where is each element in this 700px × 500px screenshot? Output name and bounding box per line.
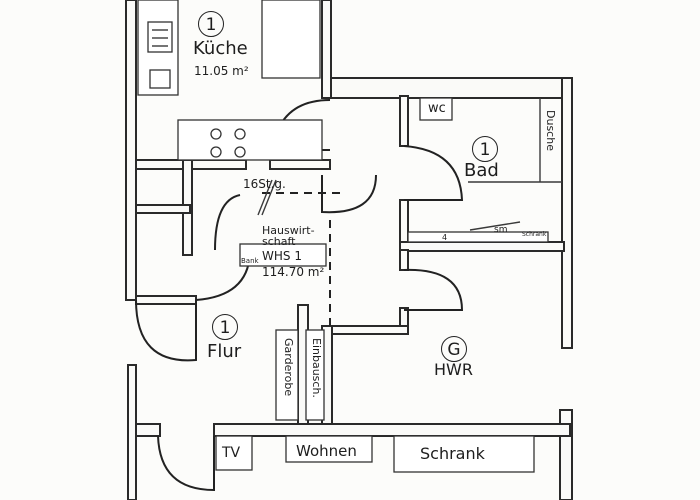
wall-right [561,77,573,349]
kitchen-top-cabinet [261,0,321,79]
door-bath-top [403,145,464,201]
room-number-hwr: G [441,336,467,362]
wall-bath-bottom [399,241,565,252]
wc-box [419,97,453,121]
sm-label: sm [494,225,508,235]
bank-label: Bank [241,257,259,265]
kitchen-sink [147,21,173,53]
sideboard [285,435,373,463]
schrank-label: Schrank [420,444,485,463]
stove-burner [210,146,222,158]
wall-kitchen-left [125,0,137,301]
wall-small-room-b [135,295,197,305]
vanity [407,231,549,243]
stove-burner [234,146,246,158]
door-flur-left [135,299,197,362]
wall-kitchen-bottom-r [269,159,331,170]
kitchen-bottom-counter [177,119,323,161]
wall-hwr-top-left [329,325,409,335]
wall-bath-left [399,95,409,147]
door-living [157,435,215,492]
room-number-kueche: 1 [198,11,224,37]
wall-small-room [135,204,191,214]
whs-box [239,243,327,267]
wall-kitchen-right [321,0,332,99]
room-number-flur: 1 [212,314,238,340]
door-stairs [321,174,377,214]
tv-cabinet [215,435,253,471]
schrank-small-label: Schrank [522,231,547,238]
room-name-kueche: Küche [193,38,248,59]
hauswirtschaft-label: Hauswirt- [262,224,315,237]
four-label: 4 [442,233,448,242]
wall-top-east [330,77,572,99]
stairs-label: 16St.g. [243,177,286,191]
garderobe-box [275,329,299,421]
whs-label: WHS 1 [262,249,302,263]
wall-hwr-left [399,249,409,271]
room-name-hwr: HWR [434,360,473,379]
garderobe-label: Garderobe [282,338,295,397]
stairs-diagonal-2 [261,179,277,216]
wc-label: wc [428,101,446,116]
room-number-bad: 1 [472,136,498,162]
einbausch-label: Einbausch. [310,338,323,398]
schrank-cabinet [393,435,535,473]
wall-left-bottom-stub [135,423,161,437]
wall-left-lower [127,364,137,500]
dusche-label: Dusche [544,110,557,151]
wall-living-top [213,423,571,437]
stove-burner [234,128,246,140]
stairs-diagonal [257,179,273,216]
door-hwr [403,268,464,311]
tv-label: TV [222,445,241,461]
room-name-bad: Bad [464,160,499,181]
room-name-wohnen: Wohnen [296,442,357,460]
room-area-kueche: 11.05 m² [194,64,249,78]
schaft-label: schaft [262,235,296,248]
whs-area-label: 114.70 m² [262,265,325,279]
einbauschrank-box [305,329,325,421]
stove-burner [210,128,222,140]
room-name-flur: Flur [207,341,242,362]
door-corner [214,194,241,251]
